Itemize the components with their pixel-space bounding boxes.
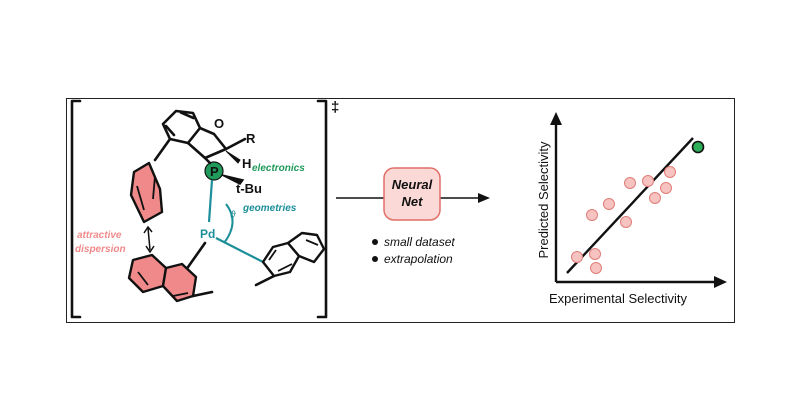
x-axis-label: Experimental Selectivity — [549, 291, 687, 306]
neural-net-label-line2: Net — [402, 194, 424, 209]
data-point — [649, 192, 661, 204]
data-point — [620, 216, 632, 228]
naphthyl-pink — [127, 253, 214, 303]
data-point — [660, 182, 672, 194]
flow-arrowhead — [478, 193, 490, 203]
data-point — [603, 198, 615, 210]
tbu-label: t-Bu — [236, 181, 262, 196]
right-bracket — [316, 99, 328, 319]
data-point — [590, 262, 602, 274]
data-point — [589, 248, 601, 260]
dispersion-label: dispersion — [75, 244, 126, 255]
data-point — [642, 175, 654, 187]
dispersion-arrow — [147, 227, 151, 251]
data-point — [624, 177, 636, 189]
phosphorus-label: P — [210, 164, 219, 179]
r-group-label: R — [246, 131, 256, 146]
bullet-dot-2 — [372, 256, 378, 262]
data-point — [586, 209, 598, 221]
highlighted-data-point — [691, 140, 705, 154]
aryl-bond — [153, 137, 172, 162]
bullet-small-dataset: small dataset — [384, 235, 455, 249]
geometries-label: geometries — [242, 203, 297, 214]
theta-symbol: ϑ — [230, 210, 236, 221]
phenyl-ring-pink — [129, 161, 164, 224]
parity-plot: Experimental Selectivity Predicted Selec… — [536, 112, 727, 306]
phosphorus-atom — [204, 161, 224, 181]
double-dagger-symbol: ‡ — [331, 99, 339, 116]
hydrogen-atom: H — [242, 156, 251, 171]
bite-angle-arc — [223, 203, 234, 244]
bullet-extrapolation: extrapolation — [384, 252, 453, 266]
oxygen-atom: O — [214, 116, 224, 131]
pd-aryl-bond — [215, 237, 264, 263]
data-point — [664, 166, 676, 178]
bullet-dot-1 — [372, 239, 378, 245]
neural-net-box — [383, 167, 441, 221]
naphthyl-grey — [254, 231, 326, 287]
oxaphospholane-ring — [186, 126, 228, 160]
left-bracket — [70, 99, 82, 319]
y-axis-label: Predicted Selectivity — [536, 141, 551, 259]
neural-net-label-line1: Neural — [392, 177, 433, 192]
data-point — [571, 251, 583, 263]
palladium-label: Pd — [200, 227, 215, 241]
p-pd-bond — [207, 179, 214, 223]
electronics-label: electronics — [252, 163, 305, 174]
parity-line — [566, 137, 694, 274]
figure-frame — [66, 98, 735, 323]
attractive-label: attractive — [77, 230, 122, 241]
r-bond — [224, 137, 247, 151]
